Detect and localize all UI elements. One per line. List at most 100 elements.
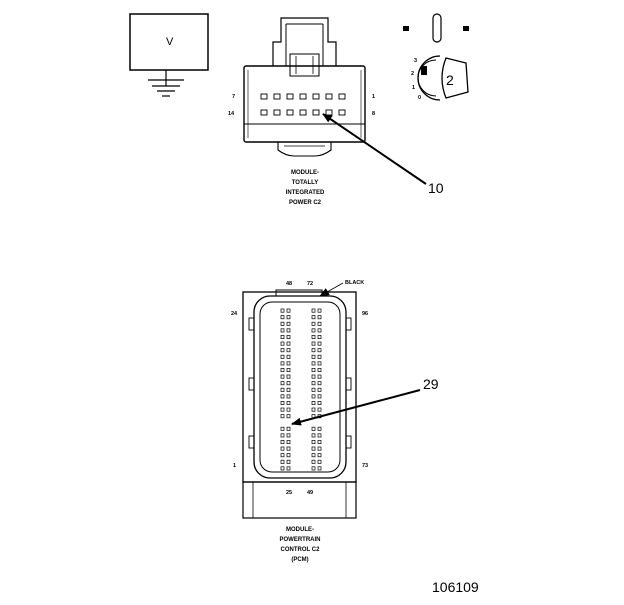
- pcm-pin-cavity: [317, 401, 322, 405]
- pcm-color-tag-leader: [319, 282, 344, 297]
- dial-setting-0: 0: [418, 95, 421, 101]
- pcm-caption: MODULE- POWERTRAIN CONTROL C2 (PCM): [280, 527, 321, 563]
- pcm-pin-cavity: [311, 368, 316, 372]
- pcm-pin-cavity: [317, 459, 322, 464]
- pcm-pin-cavity: [317, 354, 322, 359]
- tipm-pin-label-7: 7: [232, 94, 235, 100]
- pcm-pin-cavity: [311, 341, 316, 346]
- tipm-caption: MODULE- TOTALLY INTEGRATED POWER C2: [286, 170, 325, 206]
- pcm-pin-cavity: [311, 446, 316, 451]
- pcm-pin-cavity: [311, 459, 316, 464]
- tipm-callout-arrow: [322, 113, 427, 185]
- voltmeter-symbol: V: [129, 13, 209, 97]
- pcm-pin-field: [280, 308, 322, 471]
- pcm-pin-cavity: [280, 368, 285, 372]
- pcm-pin-cavity: [280, 466, 285, 471]
- pcm-pin-cavity: [280, 446, 285, 451]
- pcm-pin-cavity: [286, 459, 291, 464]
- pin-row-top: [260, 93, 346, 100]
- connector-pcm-c2: 48 72 24 96 1 73 25 49 BLACK MODULE- POW…: [231, 280, 439, 563]
- pcm-pin-cavity: [280, 401, 285, 405]
- pcm-pin-cavity: [286, 394, 291, 399]
- pcm-pin-cavity: [280, 433, 285, 438]
- pcm-pin-cavity: [311, 453, 316, 458]
- pcm-pin-cavity: [280, 361, 285, 366]
- pcm-pin-cavity: [311, 321, 316, 326]
- pcm-pin-cavity: [311, 381, 316, 386]
- pcm-pin-cavity: [286, 328, 291, 333]
- pcm-pin-cavity: [286, 440, 291, 444]
- pcm-pin-cavity: [280, 341, 285, 346]
- figure-id: 106109: [432, 579, 479, 595]
- pcm-pin-cavity: [317, 361, 322, 366]
- pcm-pin-cavity: [280, 354, 285, 359]
- pcm-pin-cavity: [286, 407, 291, 412]
- pcm-pin-cavity: [286, 466, 291, 471]
- pcm-pin-cavity: [317, 321, 322, 326]
- pcm-pin-cavity: [280, 328, 285, 333]
- pcm-pin-cavity: [317, 381, 322, 386]
- pcm-pin-cavity: [280, 387, 285, 392]
- dial-setting-2: 2: [411, 71, 414, 77]
- meter-dial-icon: 3 2 1 0 2: [403, 13, 469, 101]
- pcm-pin-cavity: [280, 381, 285, 386]
- pcm-caption-line: (PCM): [291, 557, 308, 563]
- pcm-pin-cavity: [286, 401, 291, 405]
- pcm-pin-cavity: [317, 387, 322, 392]
- pcm-pin-cavity: [286, 374, 291, 379]
- pcm-pin-cavity: [280, 414, 285, 419]
- pcm-pin-cavity: [311, 401, 316, 405]
- pcm-pin-label-72: 72: [307, 281, 313, 287]
- pcm-pin-cavity: [311, 308, 316, 313]
- pcm-pin-cavity: [286, 381, 291, 386]
- pcm-pin-label-24: 24: [231, 311, 238, 317]
- pcm-pin-cavity: [286, 426, 291, 431]
- pcm-pin-cavity: [280, 440, 285, 444]
- pcm-pin-cavity: [317, 466, 322, 471]
- pcm-pin-cavity: [317, 394, 322, 399]
- pcm-pin-cavity: [280, 315, 285, 320]
- pcm-pin-cavity: [317, 348, 322, 353]
- pcm-pin-cavity: [286, 308, 291, 313]
- pcm-pin-cavity: [286, 341, 291, 346]
- pcm-caption-line: MODULE-: [286, 527, 314, 533]
- tipm-caption-line: POWER C2: [289, 200, 322, 206]
- tipm-caption-line: TOTALLY: [292, 180, 319, 186]
- pcm-pin-cavity: [311, 374, 316, 379]
- pcm-pin-label-96: 96: [362, 311, 368, 317]
- pcm-pin-cavity: [317, 341, 322, 346]
- pcm-pin-cavity: [286, 335, 291, 339]
- pcm-color-tag: BLACK: [345, 280, 364, 286]
- connector-tipm-c2: 7 1 14 8 MODULE- TOTALLY INTEGRATED POWE…: [228, 17, 444, 206]
- pcm-callout-label: 29: [423, 376, 439, 392]
- pcm-callout-arrow: [291, 389, 421, 426]
- pcm-pin-cavity: [311, 407, 316, 412]
- pcm-pin-cavity: [311, 328, 316, 333]
- pcm-pin-label-48: 48: [286, 281, 292, 287]
- pcm-pin-cavity: [317, 328, 322, 333]
- pcm-pin-cavity: [317, 368, 322, 372]
- dial-setting-1: 1: [412, 85, 415, 91]
- pcm-pin-cavity: [317, 433, 322, 438]
- pcm-pin-cavity: [311, 348, 316, 353]
- dial-callout-label: 2: [446, 72, 454, 88]
- pcm-pin-cavity: [317, 407, 322, 412]
- pcm-pin-cavity: [317, 446, 322, 451]
- pcm-pin-cavity: [317, 315, 322, 320]
- tipm-caption-line: INTEGRATED: [286, 190, 325, 196]
- pcm-pin-cavity: [286, 433, 291, 438]
- pcm-caption-line: POWERTRAIN: [280, 537, 321, 543]
- pcm-pin-cavity: [311, 315, 316, 320]
- pcm-caption-line: CONTROL C2: [281, 547, 321, 553]
- pcm-pin-cavity: [280, 321, 285, 326]
- pcm-pin-label-25: 25: [286, 490, 292, 496]
- dial-setting-3: 3: [414, 58, 417, 64]
- pcm-pin-label-49: 49: [307, 490, 313, 496]
- pcm-pin-cavity: [311, 440, 316, 444]
- pcm-pin-cavity: [286, 446, 291, 451]
- pcm-pin-cavity: [280, 374, 285, 379]
- pcm-pin-cavity: [286, 453, 291, 458]
- pcm-pin-cavity: [286, 348, 291, 353]
